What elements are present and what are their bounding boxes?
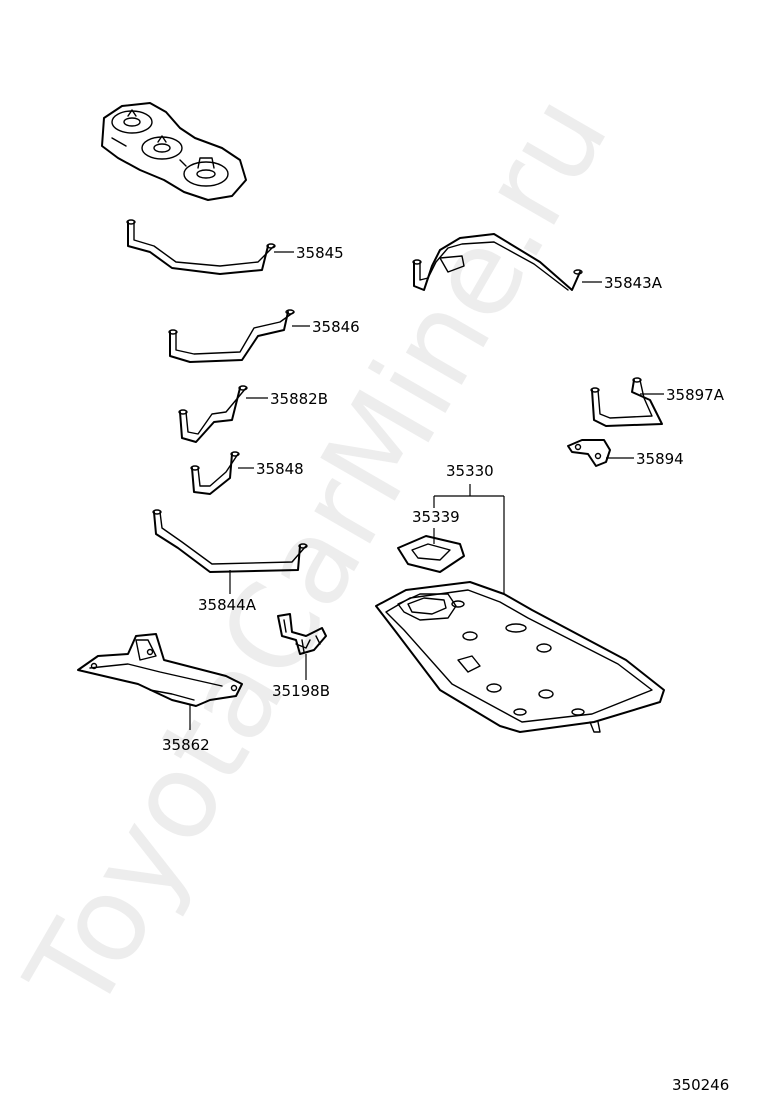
pipe-35897A bbox=[590, 377, 664, 427]
pipe-35844A bbox=[152, 509, 308, 594]
pipe-35882B bbox=[178, 385, 268, 443]
leader-35330 bbox=[433, 484, 505, 594]
pipe-35846 bbox=[168, 309, 310, 363]
label-35897A: 35897A bbox=[666, 386, 725, 404]
clip-35198B bbox=[277, 613, 327, 680]
label-35862: 35862 bbox=[162, 736, 210, 754]
label-35882B: 35882B bbox=[270, 390, 328, 408]
pipe-35843A bbox=[412, 233, 602, 291]
label-35339: 35339 bbox=[412, 508, 460, 526]
label-35844A: 35844A bbox=[198, 596, 257, 614]
strainer-35330 bbox=[375, 581, 665, 733]
pipe-35848 bbox=[190, 451, 254, 495]
label-35198B: 35198B bbox=[272, 682, 330, 700]
bracket-35894 bbox=[567, 439, 634, 467]
pipe-35845 bbox=[126, 219, 294, 275]
bracket-35862 bbox=[77, 633, 243, 730]
watermark-text: ToyotaCarMine.ru bbox=[0, 72, 635, 1035]
gasket-35339 bbox=[397, 535, 465, 573]
valve-body-illustration bbox=[101, 102, 247, 201]
label-35846: 35846 bbox=[312, 318, 360, 336]
label-35330: 35330 bbox=[446, 462, 494, 480]
label-35848: 35848 bbox=[256, 460, 304, 478]
label-35894: 35894 bbox=[636, 450, 684, 468]
figure-number: 350246 bbox=[672, 1076, 729, 1094]
label-35843A: 35843A bbox=[604, 274, 663, 292]
label-35845: 35845 bbox=[296, 244, 344, 262]
